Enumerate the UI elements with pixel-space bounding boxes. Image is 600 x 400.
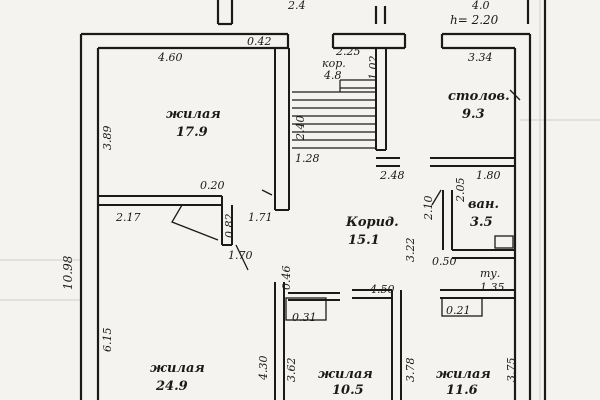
dim-label: 4.30 xyxy=(257,355,270,381)
dim-label: 1.70 xyxy=(228,249,253,262)
dim-label: 0.31 xyxy=(292,311,317,324)
dim-label: 2.40 xyxy=(294,115,307,141)
dim-label: 0.46 xyxy=(280,265,293,291)
room-name-dining: столов. xyxy=(448,89,510,104)
dim-label: 1.71 xyxy=(248,211,273,224)
dim-label: 0.21 xyxy=(446,304,471,317)
room-area-living-2: 24.9 xyxy=(156,379,188,394)
dim-label: 3.75 xyxy=(505,357,518,383)
ceiling-height-label: h= 2.20 xyxy=(450,13,499,27)
dim-label: 3.78 xyxy=(404,357,417,383)
dim-top-left: 2.4 xyxy=(288,0,306,12)
room-area-living-4: 11.6 xyxy=(446,383,478,398)
room-name-corridor: Корид. xyxy=(346,215,399,230)
interior-walls xyxy=(98,48,515,400)
dim-label-overall: 10.98 xyxy=(61,255,75,290)
fixtures xyxy=(285,235,514,321)
dim-label: 3.89 xyxy=(101,125,114,151)
dim-label: 2.05 xyxy=(454,177,467,203)
dim-label: 3.22 xyxy=(404,237,417,263)
room-name-living-2: жилая xyxy=(150,361,205,376)
room-name-wc: ту. xyxy=(480,267,501,280)
dim-label: 2.25 xyxy=(336,45,361,58)
dim-top-right: 4.0 xyxy=(472,0,490,12)
room-area-dining: 9.3 xyxy=(462,107,485,122)
room-area-closet: 4.8 xyxy=(324,69,342,82)
dim-label: 4.60 xyxy=(158,51,183,64)
dim-label: 2.10 xyxy=(422,195,435,221)
dim-label: 6.15 xyxy=(101,327,114,353)
dim-label: 3.34 xyxy=(468,51,493,64)
dim-label: 1.80 xyxy=(476,169,501,182)
room-area-living-1: 17.9 xyxy=(176,125,208,140)
staircase xyxy=(292,79,376,149)
dim-label: 0.82 xyxy=(223,213,236,239)
dim-label: 3.62 xyxy=(285,357,298,383)
dim-label: 1.02 xyxy=(367,55,380,81)
room-name-living-1: жилая xyxy=(166,107,221,122)
room-area-wc: 1.35 xyxy=(480,281,505,294)
room-name-bath: ван. xyxy=(468,197,499,212)
dim-label: 2.48 xyxy=(380,169,405,182)
room-area-bath: 3.5 xyxy=(470,215,493,230)
dim-label: 2.17 xyxy=(116,211,141,224)
room-area-living-3: 10.5 xyxy=(332,383,364,398)
dim-label: 0.20 xyxy=(200,179,225,192)
room-name-living-4: жилая xyxy=(436,367,491,382)
room-name-living-3: жилая xyxy=(318,367,373,382)
dim-label: 4.50 xyxy=(370,283,395,296)
exterior-walls xyxy=(79,0,547,400)
room-name-closet: кор. xyxy=(322,57,346,70)
dim-label: 1.28 xyxy=(295,152,320,165)
dim-label: 0.42 xyxy=(247,35,272,48)
room-area-corridor: 15.1 xyxy=(348,233,380,248)
door-swings xyxy=(171,89,521,271)
dim-label: 0.50 xyxy=(432,255,457,268)
